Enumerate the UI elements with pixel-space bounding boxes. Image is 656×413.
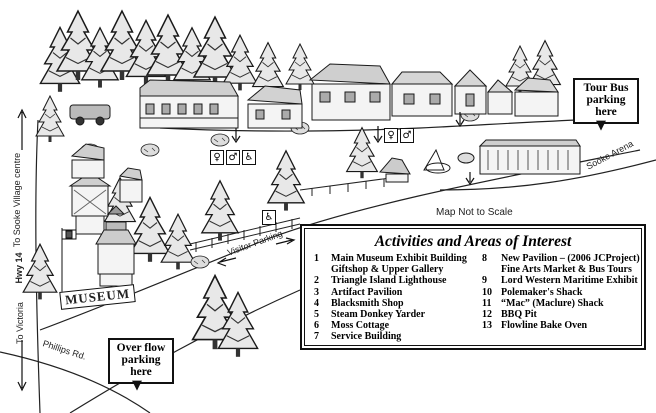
blacksmith-shop (118, 167, 143, 203)
steam-donkey-yarder (378, 157, 411, 183)
service-building (308, 63, 391, 121)
tour-bus-parking-sign: Tour Bus parking here (573, 78, 639, 124)
main-museum-building (139, 79, 239, 129)
wheelchair-icon: ♿ (262, 210, 276, 225)
vehicle (69, 104, 111, 126)
restroom-icons-1: ♀ ♂ ♿ (210, 150, 256, 165)
mac-shack (70, 143, 105, 179)
arena-road-edge (439, 159, 656, 191)
list-item: 11“Mac” (Maclure) Shack (482, 297, 604, 309)
hwy-14-label: Hwy 14 (14, 252, 24, 284)
scale-note: Map Not to Scale (436, 207, 513, 218)
male-icon: ♂ (400, 128, 414, 143)
gabled-building (390, 71, 454, 117)
overflow-parking-sign: Over flow parking here (108, 338, 174, 384)
legend-title: Activities and Areas of Interest (374, 233, 572, 250)
main-road-edge-lower (69, 289, 301, 413)
list-item-sub: Fine Arts Market & Bus Tours (501, 264, 632, 276)
restroom-icons-2: ♀ ♂ (384, 128, 414, 143)
sign-line: parking (121, 354, 161, 366)
male-icon: ♂ (226, 150, 240, 165)
bake-oven (457, 152, 475, 164)
direction-arrows (17, 108, 475, 392)
female-icon: ♀ (384, 128, 398, 143)
new-pavilion (478, 139, 581, 175)
overflow-arrow-icon: ▼ (132, 378, 142, 393)
to-victoria-label: To Victoria (15, 302, 25, 344)
sign-line: here (595, 106, 617, 118)
accessible-parking-icon: ♿ (262, 210, 276, 225)
artifact-pavilion (68, 177, 112, 235)
sign-line: Tour Bus (583, 82, 629, 94)
moss-cottage (246, 85, 303, 129)
right-shed (513, 77, 559, 117)
female-icon: ♀ (210, 150, 224, 165)
shed-building (453, 69, 488, 115)
phillips-road-edge (0, 351, 151, 413)
wheelchair-icon: ♿ (242, 150, 256, 165)
sign-line: parking (586, 94, 626, 106)
list-item-sub: Giftshop & Upper Gallery (331, 264, 444, 276)
sign-line: Over flow (116, 342, 166, 354)
sign-line: here (130, 366, 152, 378)
buildings (68, 63, 581, 287)
tour-bus-arrow-icon: ▼ (596, 118, 606, 133)
bbq-pit (423, 148, 451, 174)
to-sooke-label: To Sooke Village centre (12, 152, 22, 248)
site-path (159, 117, 631, 132)
small-shack (486, 79, 514, 115)
flag-pole (61, 228, 77, 300)
fence (189, 177, 391, 252)
triangle-island-lighthouse (95, 205, 137, 287)
